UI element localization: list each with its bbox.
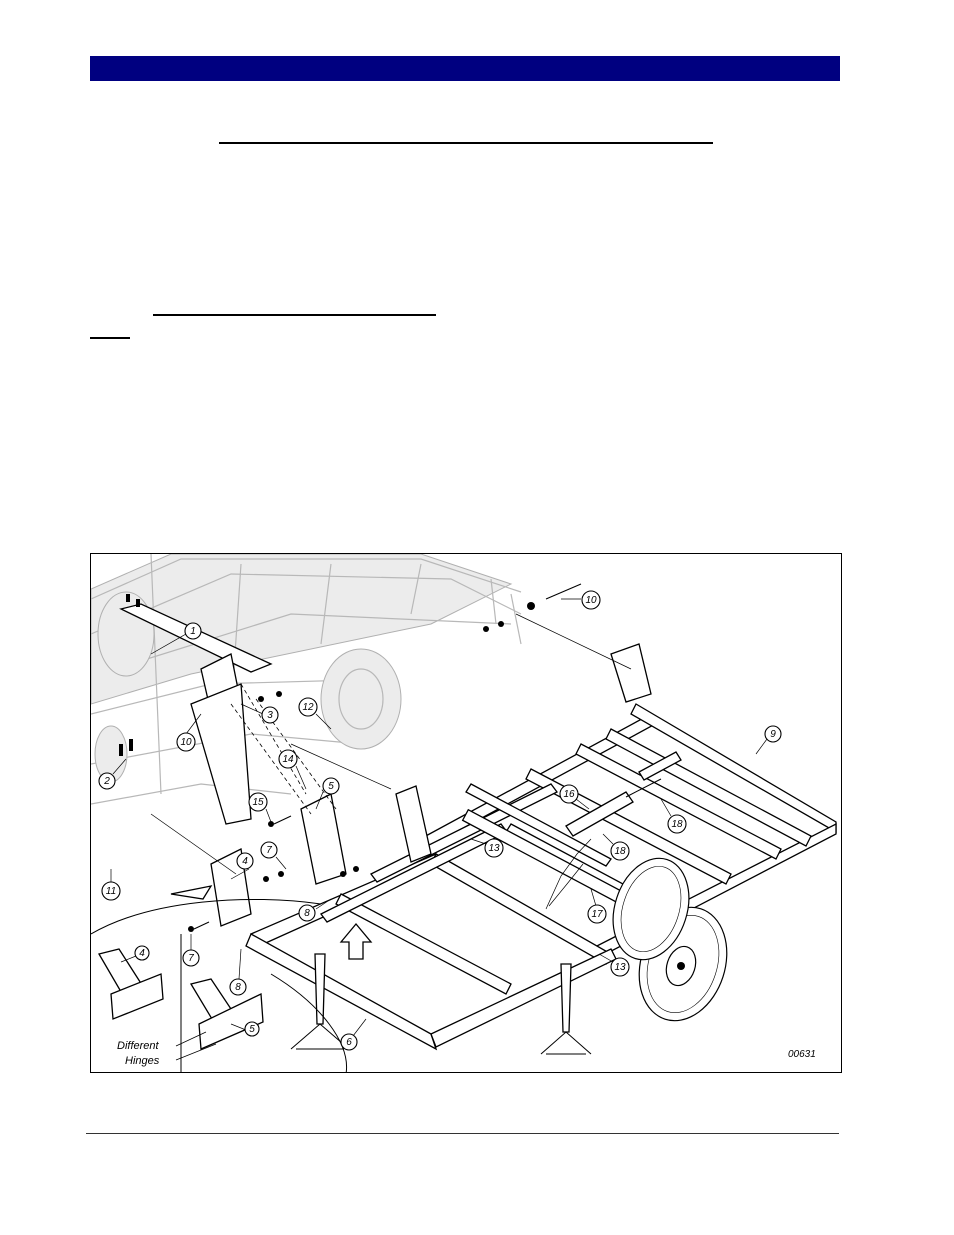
svg-text:5: 5 [328,781,334,792]
callout-12: 12 [298,697,332,730]
svg-text:7: 7 [188,953,194,964]
callout-5: 5 [315,777,340,810]
title-underline [219,142,713,144]
callout-labels: 1 2 3 10 12 14 5 15 7 4 8 11 7 8 6 4 5 1… [98,590,782,1051]
figure-code: 00631 [788,1049,816,1060]
callout-8a: 8 [298,898,332,922]
svg-text:9: 9 [770,729,776,740]
svg-text:18: 18 [614,846,626,857]
svg-text:8: 8 [235,982,241,993]
hinge-inset: Different Hinges [91,898,348,1072]
callout-6: 6 [340,1018,367,1051]
svg-text:7: 7 [266,845,272,856]
callout-2: 2 [98,758,127,790]
note-underline [90,337,130,339]
callout-10b: 10 [561,590,601,610]
exploded-view-drawing: Different Hinges 1 2 3 10 12 14 5 15 7 4… [91,554,837,1072]
callout-18a: 18 [660,798,687,834]
callout-8b: 8 [229,948,247,996]
svg-text:3: 3 [267,710,273,721]
callout-7b: 7 [182,934,200,967]
inset-label-line2: Hinges [125,1055,160,1067]
main-frame [245,703,837,1051]
hydraulic-cylinders [545,751,682,910]
callout-18b: 18 [602,833,630,861]
transport-wheels [612,857,728,1022]
inset-label-line1: Different [117,1040,160,1052]
svg-text:13: 13 [614,962,626,973]
svg-text:4: 4 [242,856,248,867]
callout-11: 11 [101,869,121,901]
parking-stands [290,953,592,1055]
callout-3: 3 [240,703,279,724]
callout-5-inset: 5 [230,1021,260,1037]
svg-text:6: 6 [346,1037,352,1048]
callout-16: 16 [559,784,590,810]
svg-text:13: 13 [488,843,500,854]
footer-rule [86,1133,839,1134]
svg-text:2: 2 [103,776,110,787]
assembly-diagram: Different Hinges 1 2 3 10 12 14 5 15 7 4… [90,553,842,1073]
callout-10a: 10 [176,713,202,752]
callout-13b: 13 [598,953,630,977]
svg-text:10: 10 [585,595,597,606]
callout-17: 17 [587,888,607,924]
svg-text:10: 10 [180,737,192,748]
callout-14: 14 [278,749,307,790]
background-frame [91,554,522,805]
callout-4: 4 [230,852,254,880]
svg-text:17: 17 [591,909,603,920]
fasteners [119,583,582,932]
svg-text:16: 16 [563,789,575,800]
svg-text:1: 1 [190,626,196,637]
callout-4-inset: 4 [120,945,150,963]
svg-text:14: 14 [282,754,294,765]
header-bar [90,56,840,81]
svg-text:4: 4 [139,948,145,959]
svg-text:12: 12 [302,702,314,713]
callout-9: 9 [755,725,782,755]
callout-13a: 13 [470,838,504,858]
rotation-arrows [170,885,373,960]
svg-text:5: 5 [249,1024,255,1035]
svg-text:15: 15 [252,797,264,808]
svg-text:18: 18 [671,819,683,830]
svg-text:8: 8 [304,908,310,919]
callout-7a: 7 [260,841,287,870]
svg-text:11: 11 [106,886,116,897]
subtitle-underline [153,314,436,316]
callout-1: 1 [150,622,202,655]
callout-15: 15 [248,792,272,823]
